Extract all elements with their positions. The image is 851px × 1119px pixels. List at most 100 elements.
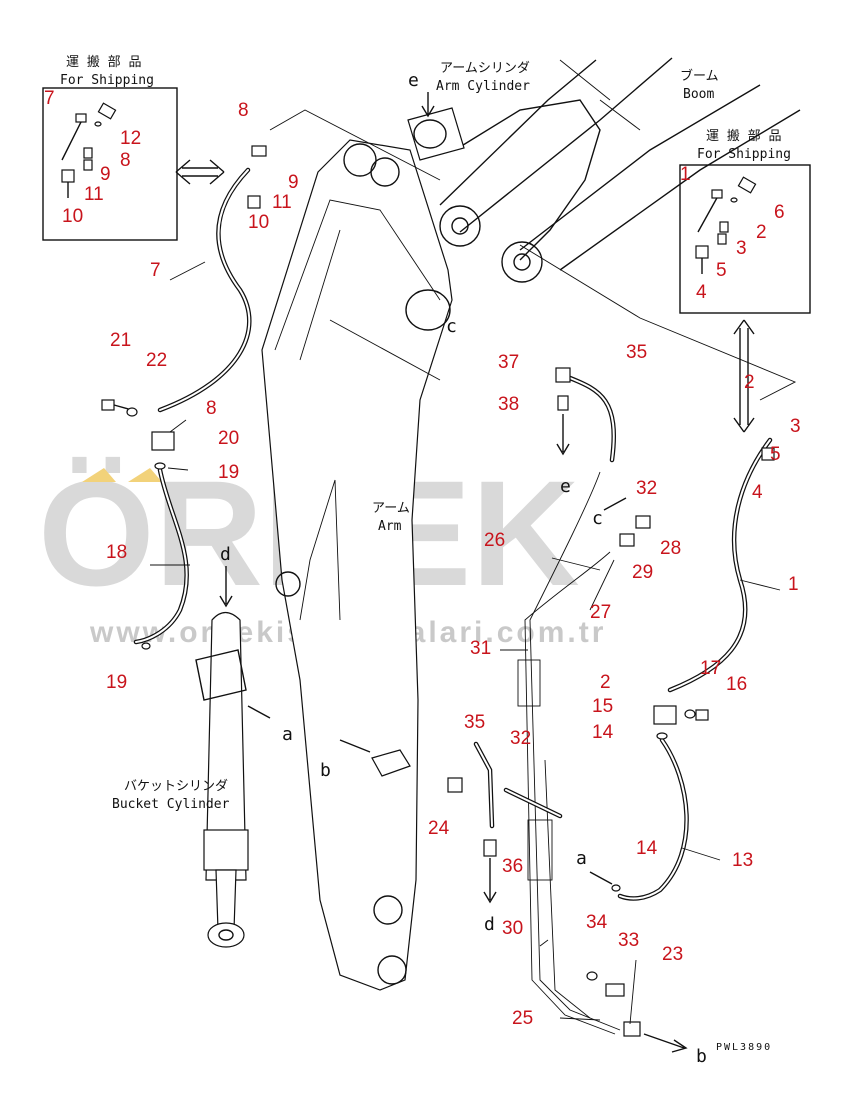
arm-cylinder-label-en: Arm Cylinder [436,79,530,94]
boom-pin-left [439,205,481,247]
letter-a-right: a [576,848,587,869]
letter-e-top: e [408,70,419,91]
callouts: 7 12 8 9 11 10 8 9 11 10 7 21 22 8 20 19… [44,88,801,1029]
bucket-cylinder-eye [207,922,245,948]
arm-tip-pin [377,955,407,985]
block-20 [151,431,175,451]
callout-8-mid: 8 [206,398,217,419]
shipping-left-title-en: For Shipping [60,73,154,88]
letter-b-arm: b [320,760,331,781]
boom-pin-left-inner [451,217,469,235]
washer-34 [586,971,598,981]
bolt-4-head [695,245,709,259]
bolt-7-shaft [61,119,83,161]
arrow-b-arm [339,739,371,753]
right-hoses: a e c d b [447,367,775,1067]
arrow-e-top [421,92,435,118]
callout-14-low: 14 [636,838,658,859]
fitting-28 [635,515,651,529]
watermark-accent-right [128,468,162,482]
callout-1: 1 [788,574,799,595]
shipping-right-title-en: For Shipping [697,147,791,162]
callout-35: 35 [626,342,647,363]
callout-leaders [150,109,797,1025]
washer-5 [717,233,727,245]
fitting-29 [619,533,635,547]
shipping-right-title-jp: 運 搬 部 品 [706,129,781,144]
arrow-d-lower [483,858,497,904]
oring-8 [94,121,102,127]
clamp-30 [527,819,553,881]
left-hoses [101,145,267,650]
bucket-cylinder-eye-hole [218,929,234,941]
oring-14-lower [611,884,621,892]
callout-13: 13 [732,850,753,871]
pipe-27 [524,551,616,1035]
callout-5: 5 [770,444,781,465]
arm-lower-pin [373,895,403,925]
fitting-23 [623,1021,641,1037]
callout-10: 10 [248,212,269,233]
bolt-7-fitted [251,145,267,157]
callout-19: 19 [218,462,239,483]
callout-8-box: 8 [120,150,131,171]
plug-12 [97,102,117,120]
bucket-cylinder: バケットシリンダ Bucket Cylinder d a b [112,544,371,948]
shipping-left-title-jp: 運 搬 部 品 [66,55,141,70]
oring-19-bottom [141,642,151,650]
arm-inner-lines [274,199,441,621]
callout-11-box: 11 [84,184,104,205]
callout-29: 29 [632,562,653,583]
arrow-b-lower [643,1033,688,1053]
adapter-36 [483,839,497,857]
washer-22 [126,407,138,417]
block-15 [653,705,677,725]
callout-30: 30 [502,918,523,939]
arm-boss [405,289,451,331]
oring-19-top [154,462,166,470]
shipping-box-right-frame [679,164,811,314]
washer-11 [83,159,93,171]
bolt-7-head [75,113,87,123]
callout-28: 28 [660,538,681,559]
arm-top-pin-2 [370,157,400,187]
callout-37: 37 [498,352,519,373]
callout-23: 23 [662,944,683,965]
arm-cylinder-body [407,107,465,161]
callout-36: 36 [502,856,523,877]
callout-18: 18 [106,542,127,563]
boom-pin-right [501,241,543,283]
bolt-4-fitted [761,447,775,461]
letter-e-right: e [560,476,571,497]
bucket-cylinder-label-jp: バケットシリンダ [124,779,228,794]
arrow-d-top [219,566,233,608]
oring-14 [656,732,668,740]
arm-cylinder-end [413,119,447,149]
leader-lines [150,109,797,1025]
callout-4-box: 4 [696,282,707,303]
callout-15: 15 [592,696,613,717]
callout-7: 7 [150,260,161,281]
callout-5-box: 5 [716,260,727,281]
callout-3-box: 3 [736,238,747,259]
bolt-1-head [711,189,723,199]
boom-pipes [559,59,641,131]
callout-22: 22 [146,350,167,371]
callout-17: 17 [700,658,721,679]
callout-7-box: 7 [44,88,55,109]
drawing-code: PWL3890 [716,1042,772,1053]
boom: ブーム Boom [439,57,801,283]
arm-outline [261,139,453,991]
boom-label-en: Boom [683,87,714,102]
callout-32: 32 [636,478,657,499]
shipping-box-left-frame [42,87,178,241]
arrow-c-right [603,497,627,511]
arm-link-pin [275,571,301,597]
callout-11: 11 [272,192,292,213]
callout-25: 25 [512,1008,533,1029]
bolt-1-shaft [697,195,719,233]
letter-c-right: c [592,508,603,529]
hose-1 [667,437,773,693]
arm-label-jp: アーム [372,501,410,516]
